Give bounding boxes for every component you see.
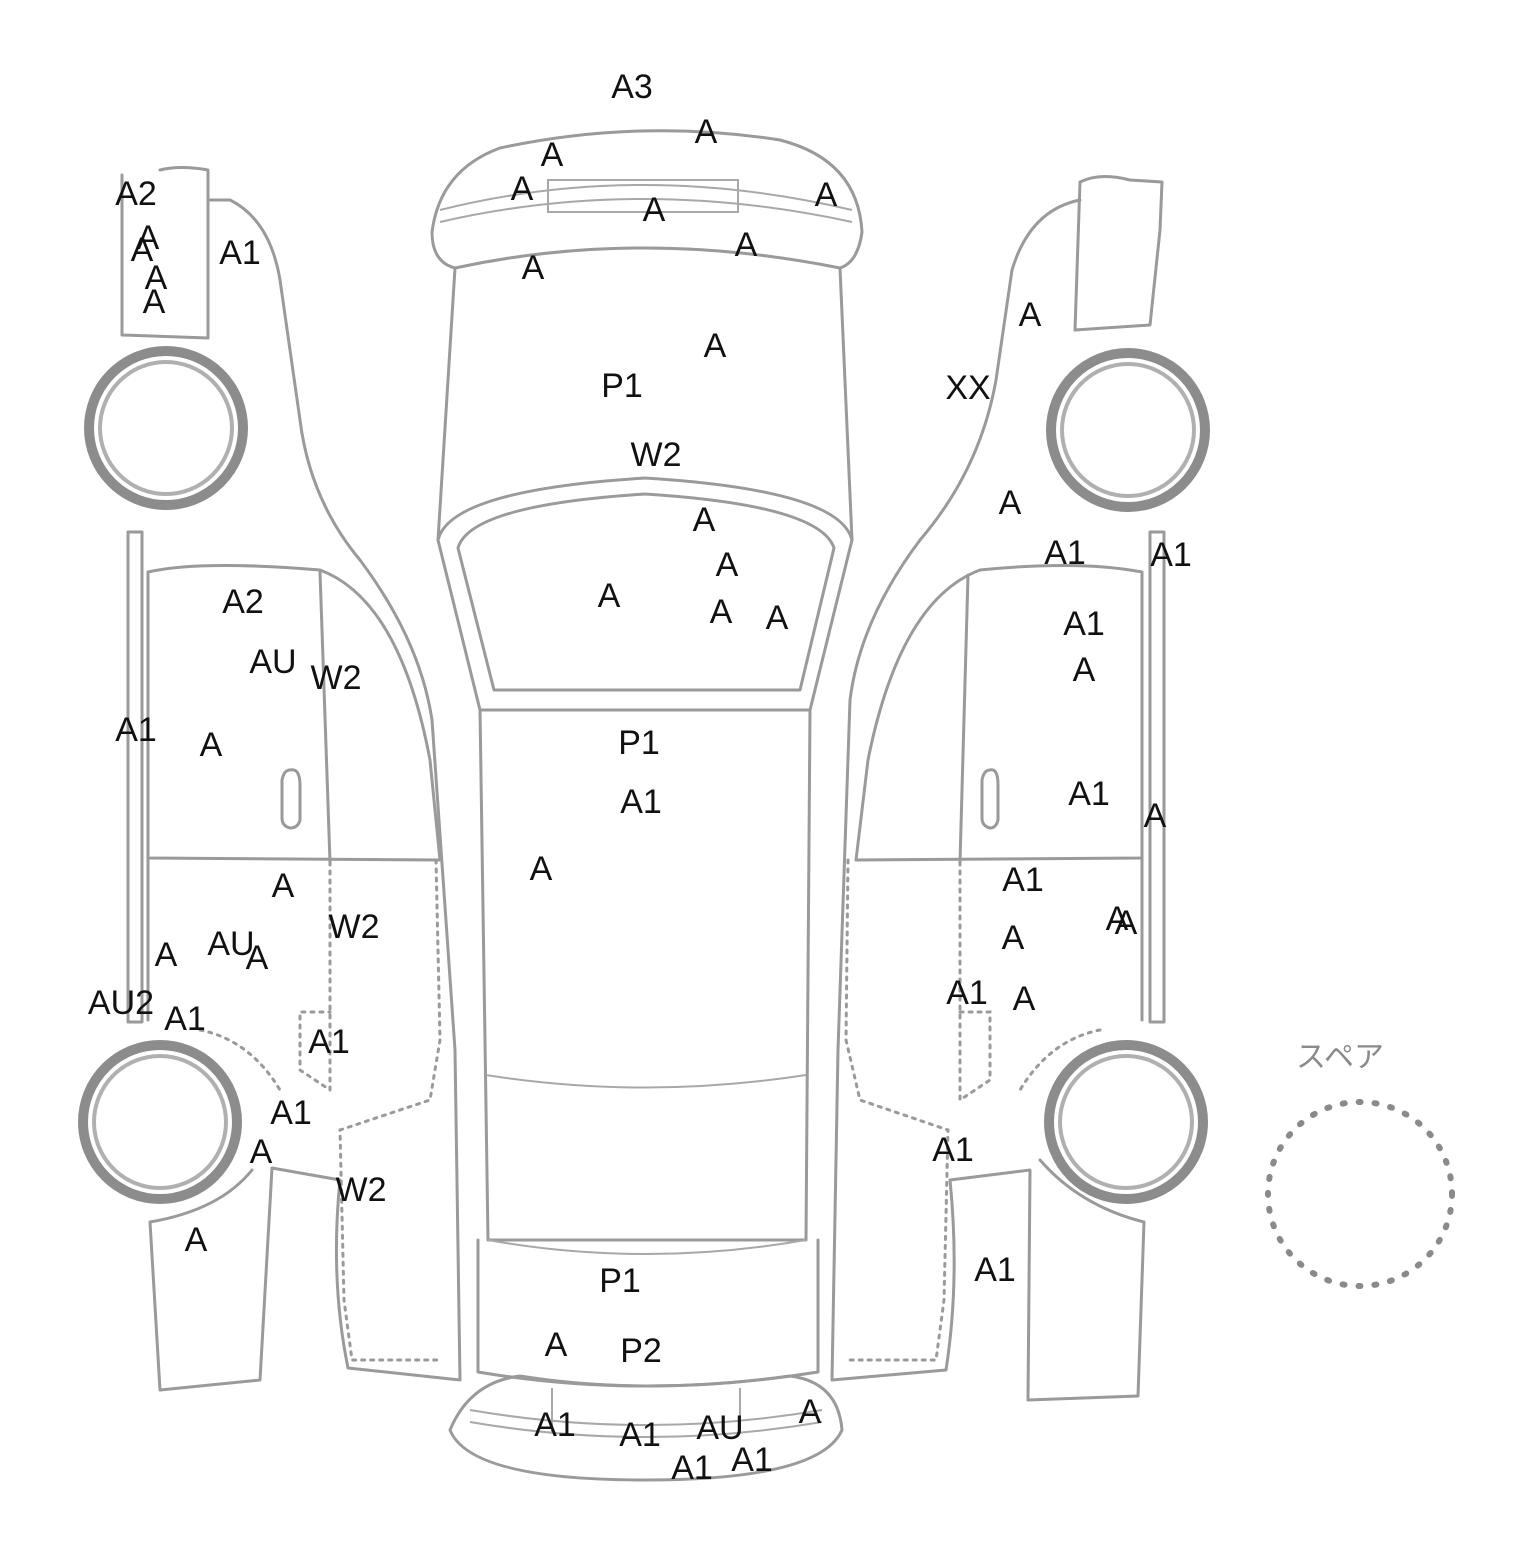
damage-mark: A (529, 850, 553, 888)
damage-mark: W2 (328, 908, 380, 946)
damage-mark: A (154, 936, 178, 974)
damage-mark: A (245, 939, 269, 977)
damage-mark: A (1001, 919, 1025, 957)
damage-mark: A (540, 136, 564, 174)
damage-mark: P1 (601, 367, 643, 405)
damage-mark: A1 (1044, 534, 1086, 572)
damage-mark: A (130, 231, 154, 269)
damage-mark: A (510, 170, 534, 208)
damage-mark: A1 (932, 1131, 974, 1169)
damage-mark: A (184, 1221, 208, 1259)
damage-mark: A1 (620, 783, 662, 821)
damage-mark: P2 (620, 1332, 662, 1370)
damage-mark: AU2 (87, 984, 155, 1022)
damage-mark: A (765, 599, 789, 637)
damage-mark: A (715, 546, 739, 584)
damage-mark: A (709, 593, 733, 631)
damage-mark: W2 (335, 1171, 387, 1209)
damage-mark: A1 (219, 234, 261, 272)
damage-mark: A (1105, 900, 1129, 938)
damage-mark: A2 (222, 583, 264, 621)
damage-mark: A1 (270, 1094, 312, 1132)
spare-tire-label: スペア (1296, 1040, 1384, 1075)
damage-mark: A (734, 226, 758, 264)
damage-mark: A1 (164, 1000, 206, 1038)
damage-mark: P1 (618, 724, 660, 762)
damage-mark: A1 (1150, 536, 1192, 574)
damage-mark: A1 (671, 1449, 713, 1487)
damage-mark: A (798, 1393, 822, 1431)
damage-mark: A1 (534, 1406, 576, 1444)
car-right-side-view (830, 175, 1210, 1402)
damage-mark: A (1114, 904, 1138, 942)
damage-mark: A3 (611, 68, 653, 106)
damage-mark: A1 (946, 974, 988, 1012)
damage-mark: P1 (599, 1262, 641, 1300)
damage-mark: A1 (619, 1416, 661, 1454)
damage-mark: A1 (731, 1441, 773, 1479)
damage-mark: A (1143, 797, 1167, 835)
car-left-side-view (78, 166, 462, 1392)
damage-mark: A1 (308, 1023, 350, 1061)
damage-mark: A (694, 113, 718, 151)
damage-mark: AU (696, 1409, 744, 1447)
damage-mark: A1 (1063, 605, 1105, 643)
damage-mark: AU (249, 643, 297, 681)
damage-mark: A (199, 726, 223, 764)
damage-mark: W2 (630, 436, 682, 474)
damage-mark: A (144, 259, 168, 297)
damage-mark: A (642, 191, 666, 229)
damage-mark: A (1072, 651, 1096, 689)
damage-mark: A (814, 176, 838, 214)
damage-mark: A (521, 249, 545, 287)
damage-mark: AU (207, 925, 255, 963)
damage-mark: W2 (310, 659, 362, 697)
damage-mark: A (544, 1326, 568, 1364)
damage-mark: A (136, 219, 160, 257)
spare-tire-icon (1265, 1099, 1455, 1289)
damage-mark: A (597, 577, 621, 615)
damage-mark: A (692, 501, 716, 539)
damage-mark: A (1012, 980, 1036, 1018)
damage-mark: A1 (1068, 775, 1110, 813)
car-top-view (430, 129, 864, 1482)
damage-mark: XX (945, 369, 991, 407)
damage-mark: A (271, 867, 295, 905)
damage-mark: A (1018, 296, 1042, 334)
damage-mark: A (249, 1133, 273, 1171)
damage-mark: A (142, 283, 166, 321)
damage-mark: A2 (115, 175, 157, 213)
damage-mark: A (703, 327, 727, 365)
damage-mark: A1 (974, 1251, 1016, 1289)
damage-mark: A1 (115, 711, 157, 749)
damage-mark: A (998, 484, 1022, 522)
damage-mark: A1 (1002, 861, 1044, 899)
